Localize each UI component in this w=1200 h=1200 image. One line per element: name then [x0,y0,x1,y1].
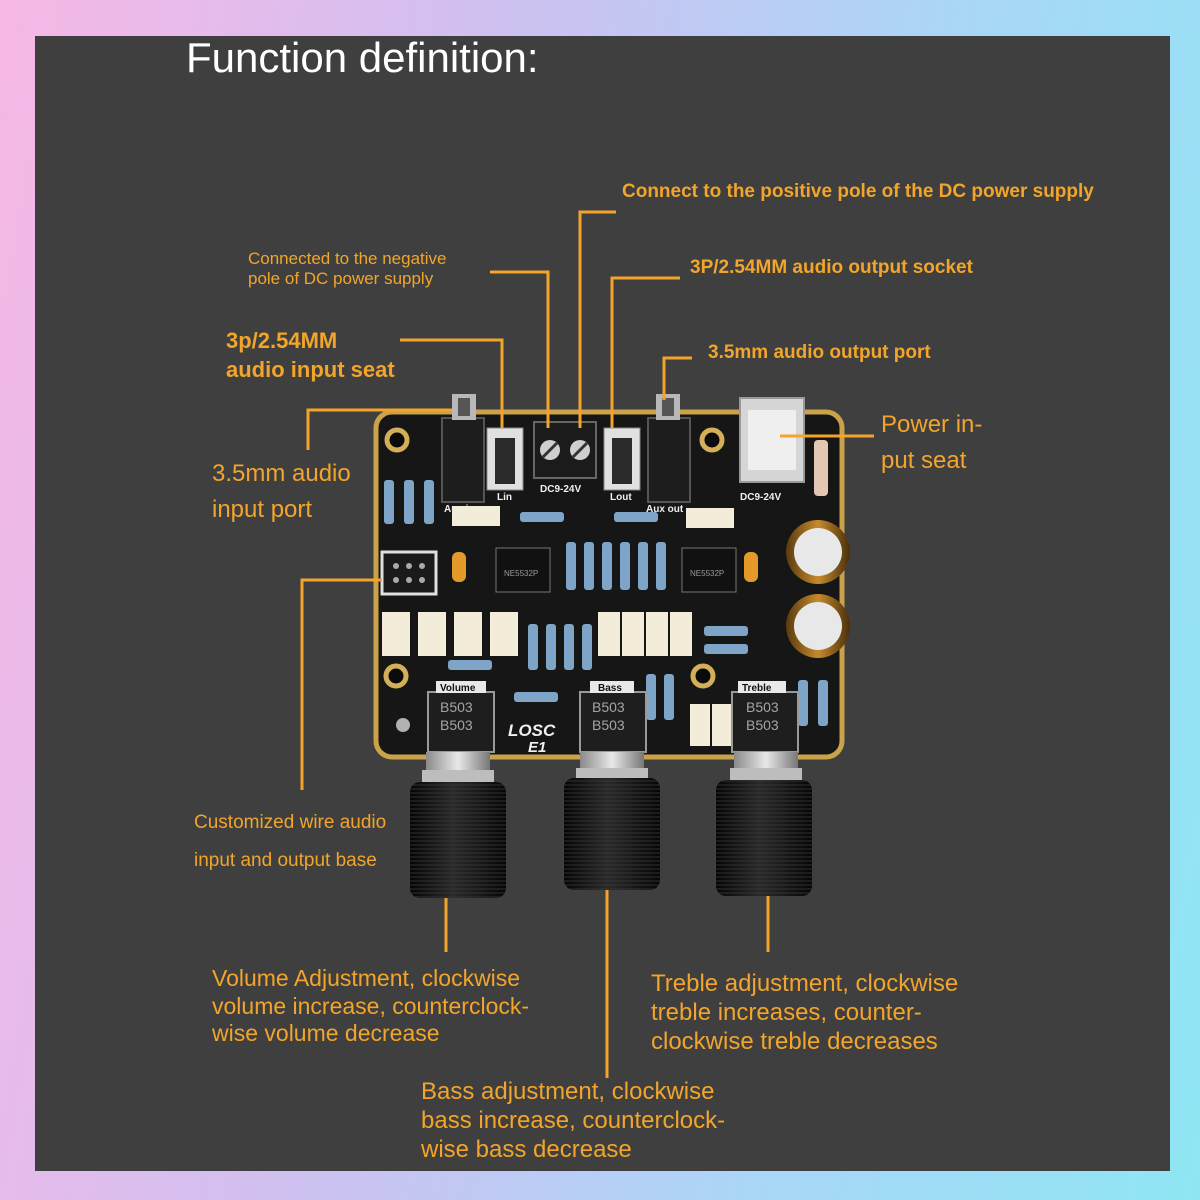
mounting-hole [690,663,716,689]
board-brand: LOSC E1 [508,721,556,756]
silk-aux-out: Aux out [646,504,684,515]
aux-out-jack [647,394,691,503]
mounting-hole [384,427,410,453]
label-audio-output-port: 3.5mm audio output port [708,342,931,363]
resistor-array [384,440,828,726]
svg-text:LOSC: LOSC [508,721,556,740]
label-audio-output-socket: 3P/2.54MM audio output socket [690,257,973,278]
label-audio-input-seat: 3p/2.54MM audio input seat [226,328,395,382]
wire-io-header [380,550,438,596]
lout-header [603,427,641,491]
aux-in-jack [441,394,485,503]
treble-potentiometer: B503 B503 Treble [731,681,799,753]
svg-text:B503: B503 [440,699,473,715]
electrolytic-capacitors [786,520,850,658]
treble-knob-icon [716,752,812,896]
svg-text:B503: B503 [440,717,473,733]
svg-text:NE5532P: NE5532P [690,569,724,578]
bass-knob-icon [564,752,660,890]
svg-text:B503: B503 [746,699,779,715]
leader-dc-positive [578,210,616,428]
label-dc-positive: Connect to the positive pole of the DC p… [622,181,1094,202]
volume-knob-icon [410,752,506,898]
silk-lout: Lout [610,492,632,503]
op-amp-chip-left: NE5532P [495,547,551,593]
knob-label-bass: Bass [598,683,622,694]
volume-potentiometer: B503 B503 Volume [427,681,495,753]
op-amp-chip-right: NE5532P [681,547,737,593]
lin-header [486,427,524,491]
silk-lin: Lin [497,492,512,503]
film-capacitors [382,506,758,746]
bass-potentiometer: B503 B503 Bass [579,681,647,753]
label-bass: Bass adjustment, clockwise bass increase… [421,1078,726,1163]
svg-text:B503: B503 [592,717,625,733]
label-power-input-seat: Power in- put seat [881,411,983,474]
label-custom-wire-base: Customized wire audio input and output b… [194,812,387,871]
label-audio-input-port: 3.5mm audio input port [212,460,351,523]
page-title: Function definition: [186,34,539,81]
svg-text:NE5532P: NE5532P [504,569,538,578]
leader-audio-output-port [662,356,692,400]
svg-text:B503: B503 [592,699,625,715]
svg-text:E1: E1 [528,739,546,756]
dc-screw-terminal-left [533,421,597,479]
leader-audio-output-socket [610,276,680,428]
callout-leaders [300,210,874,1078]
leader-dc-negative [490,270,550,428]
silk-dc-right: DC9-24V [740,492,781,503]
label-volume: Volume Adjustment, clockwise volume incr… [212,965,530,1047]
dc-barrel-jack [739,397,805,483]
mounting-hole [383,663,409,689]
label-dc-negative: Connected to the negative pole of DC pow… [248,249,447,289]
silk-dc-left: DC9-24V [540,484,581,495]
leader-audio-input-port [306,408,452,450]
label-treble: Treble adjustment, clockwise treble incr… [651,970,959,1055]
knob-label-treble: Treble [742,683,772,694]
mounting-hole [699,427,725,453]
svg-text:B503: B503 [746,717,779,733]
leader-audio-input-seat [400,338,504,428]
led-icon [396,718,410,732]
knob-label-volume: Volume [440,683,476,694]
leader-custom-wire-base [300,578,382,790]
